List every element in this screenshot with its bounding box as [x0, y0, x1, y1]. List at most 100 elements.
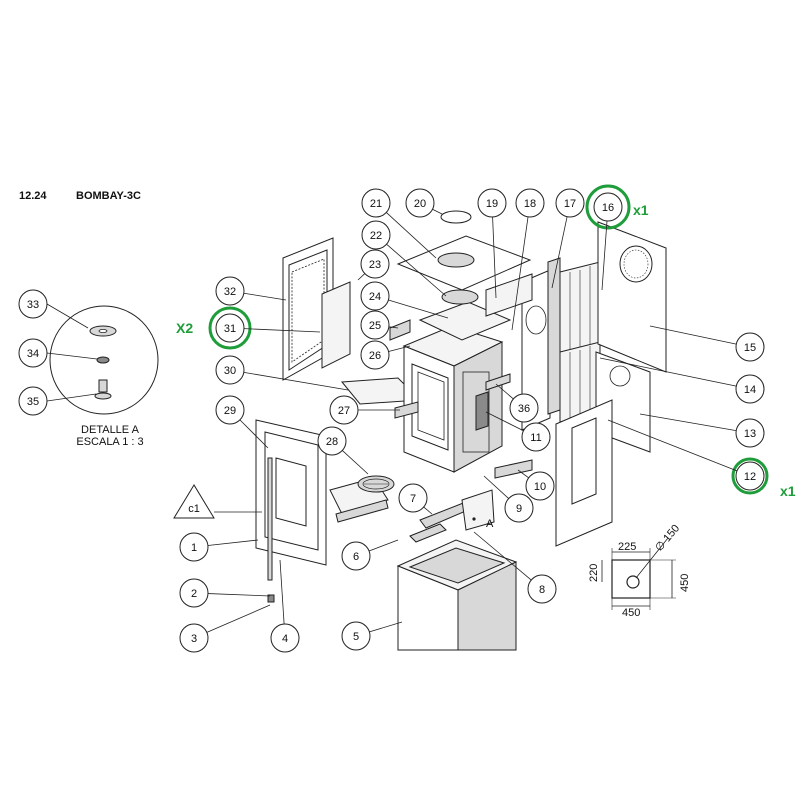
leader-15	[649, 325, 737, 345]
leader-12	[607, 419, 738, 472]
callout-label-16: 16	[602, 202, 614, 214]
ring-20	[440, 210, 472, 224]
leader-lines	[206, 208, 738, 633]
dim-height-right: 450	[679, 574, 691, 592]
callout-20: 20	[405, 188, 435, 218]
door-frame-32	[282, 237, 351, 381]
callout-5: 5	[341, 621, 371, 651]
callout-19: 19	[477, 188, 507, 218]
detail-a-scale: ESCALA 1 : 3	[76, 436, 144, 448]
callout-circle-18	[515, 188, 545, 218]
highlight-16	[585, 184, 631, 230]
leader-23	[357, 273, 366, 281]
callout-label-17: 17	[564, 198, 576, 210]
detail-a-circle	[49, 305, 159, 415]
callout-circle-24	[360, 281, 390, 311]
callout-label-13: 13	[744, 428, 756, 440]
section-number: 12.24	[19, 190, 47, 202]
callout-12: 12	[735, 461, 765, 491]
callout-circle-3	[179, 623, 209, 653]
leader-17	[551, 216, 568, 289]
callout-4: 4	[270, 623, 300, 653]
callout-label-5: 5	[353, 631, 359, 643]
callout-circle-5	[341, 621, 371, 651]
leader-5	[369, 621, 403, 633]
callout-28: 28	[317, 426, 347, 456]
callout-label-29: 29	[224, 405, 236, 417]
callout-label-28: 28	[326, 436, 338, 448]
callout-31: 31	[215, 313, 245, 343]
leader-24	[388, 299, 449, 319]
leader-9	[483, 475, 509, 499]
callout-circle-27	[329, 395, 359, 425]
qty-highlights: x1 x1 X2	[176, 184, 796, 499]
leader-25	[388, 326, 399, 329]
bracket-36	[485, 373, 511, 391]
top-panel-19	[485, 273, 533, 317]
callout-label-8: 8	[539, 584, 545, 596]
leader-8	[473, 531, 532, 581]
side-panel-12	[555, 399, 613, 547]
detail-a-view	[46, 303, 159, 415]
callout-23: 23	[360, 249, 390, 279]
callout-label-7: 7	[410, 493, 416, 505]
callout-label-3: 3	[191, 633, 197, 645]
detail-a-label: DETALLE A ESCALA 1 : 3	[62, 424, 158, 448]
callout-10: 10	[525, 471, 555, 501]
callout-circle-26	[360, 340, 390, 370]
callout-16: 16	[593, 192, 623, 222]
callout-circle-29	[215, 395, 245, 425]
callout-label-36: 36	[518, 403, 530, 415]
callout-circle-9	[504, 493, 534, 523]
callout-label-23: 23	[369, 259, 381, 271]
callout-label-19: 19	[486, 198, 498, 210]
detail-a-letter: A	[486, 518, 494, 530]
callout-label-9: 9	[516, 503, 522, 515]
flue-outlet-dimensions: 225 220 ∅ 150 450 450	[588, 522, 691, 619]
callout-circle-35	[18, 386, 48, 416]
callout-label-31: 31	[224, 323, 236, 335]
callout-circle-16	[593, 192, 623, 222]
leader-32	[243, 292, 287, 301]
callout-label-20: 20	[414, 198, 426, 210]
callout-26: 26	[360, 340, 390, 370]
callout-circle-28	[317, 426, 347, 456]
callout-circle-33	[18, 289, 48, 319]
callout-circle-8	[527, 574, 557, 604]
callout-33: 33	[18, 289, 48, 319]
callout-18: 18	[515, 188, 545, 218]
dim-height-left: 220	[588, 564, 600, 582]
callout-circle-20	[405, 188, 435, 218]
callout-circle-32	[215, 276, 245, 306]
callout-29: 29	[215, 395, 245, 425]
leader-28	[342, 450, 369, 475]
leader-22	[386, 243, 447, 297]
callout-label-12: 12	[744, 471, 756, 483]
callout-label-2: 2	[191, 588, 197, 600]
leader-11	[485, 411, 524, 432]
part-34-nut	[96, 356, 110, 364]
model-title: BOMBAY-3C	[76, 190, 141, 202]
bracket-25	[389, 319, 411, 341]
leader-26	[388, 345, 411, 352]
callout-8: 8	[527, 574, 557, 604]
callout-9: 9	[504, 493, 534, 523]
callout-circle-14	[735, 374, 765, 404]
callout-label-30: 30	[224, 365, 236, 377]
callout-22: 22	[361, 220, 391, 250]
callout-label-6: 6	[353, 551, 359, 563]
leader-36	[495, 383, 514, 400]
callout-30: 30	[215, 355, 245, 385]
flue-collar-22	[441, 289, 479, 305]
callout-circle-21	[361, 188, 391, 218]
leader-10	[517, 469, 529, 479]
callout-36: 36	[509, 393, 539, 423]
callout-label-34: 34	[27, 348, 39, 360]
leader-18	[511, 216, 529, 331]
callout-circle-22	[361, 220, 391, 250]
part-35-screw	[98, 379, 108, 393]
highlight-12	[731, 457, 769, 495]
callout-circle-6	[341, 541, 371, 571]
